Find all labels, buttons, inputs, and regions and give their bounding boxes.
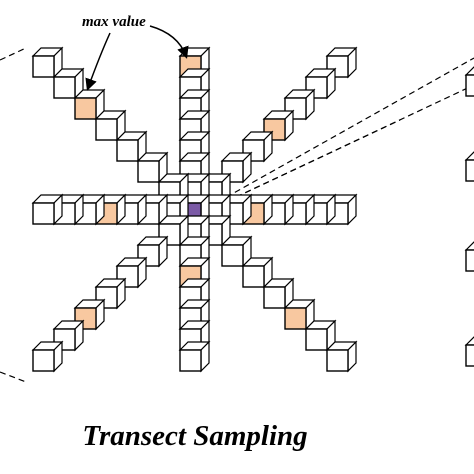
dashed-line — [0, 47, 27, 61]
transect-cell-diagonal-up-right — [325, 46, 358, 79]
side-cube — [464, 66, 474, 97]
transect-cell-diagonal-down-left — [31, 340, 64, 373]
annotation-arrow — [149, 25, 189, 59]
dashed-line — [199, 119, 401, 215]
dashed-line — [199, 57, 474, 213]
transect-cell-diagonal-up-left — [31, 46, 64, 79]
transect-cell-diagonal-down-right — [220, 235, 253, 268]
side-cube — [464, 336, 474, 367]
side-cube — [464, 241, 474, 272]
transect-cell-diagonal-down-right — [262, 277, 295, 310]
transect-cell-horizontal-left — [31, 193, 64, 226]
transect-cell-diagonal-down-right — [304, 319, 337, 352]
figure-caption: Transect Sampling — [82, 420, 308, 452]
transect-cell-diagonal-up-left — [52, 67, 85, 100]
transect-cell-diagonal-down-right — [241, 256, 274, 289]
dashed-line — [0, 371, 27, 383]
transect-cell-diagonal-up-left — [136, 151, 169, 184]
side-cube — [464, 151, 474, 182]
transect-cell-diagonal-down-left — [94, 277, 127, 310]
max-value-cell-diagonal-down-right — [283, 298, 316, 331]
transect-cell-vertical-down — [178, 340, 211, 373]
transect-cell-diagonal-down-right — [325, 340, 358, 373]
transect-cell-horizontal-right — [220, 193, 253, 226]
annotation-arrow — [85, 32, 111, 91]
max-value-label: max value — [82, 14, 146, 30]
max-value-cell-diagonal-up-left — [73, 88, 106, 121]
